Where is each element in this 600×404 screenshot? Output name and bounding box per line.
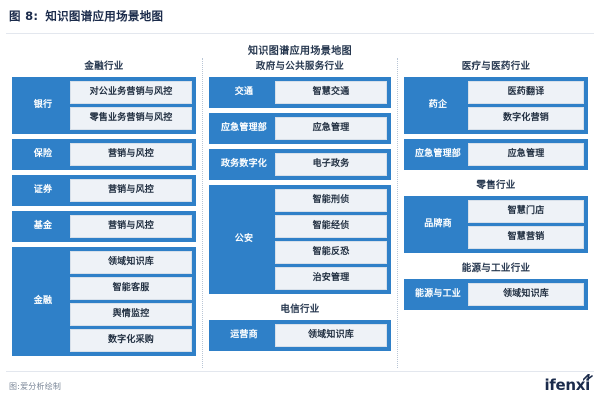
category-label: 品牌商 <box>424 219 452 230</box>
block-insurance[interactable]: 保险 营销与风控 <box>12 139 196 170</box>
block-fund[interactable]: 基金 营销与风控 <box>12 211 196 242</box>
item-list: 电子政务 <box>275 153 387 176</box>
block-emergency-ministry[interactable]: 应急管理部 应急管理 <box>209 113 391 144</box>
figure-caption-text: 知识图谱应用场景地图 <box>45 9 164 23</box>
item-list: 领域知识库 <box>468 283 584 306</box>
block-gov-digital[interactable]: 政务数字化 电子政务 <box>209 149 391 180</box>
scenario-item[interactable]: 智能经侦 <box>275 215 387 238</box>
scenario-item[interactable]: 舆情监控 <box>70 303 192 326</box>
category-label: 应急管理部 <box>414 149 461 160</box>
category-label: 基金 <box>33 221 53 232</box>
block-pharma[interactable]: 药企 医药翻译 数字化营销 <box>404 77 588 134</box>
group-title: 零售行业 <box>476 180 516 191</box>
group-title: 医疗与医药行业 <box>461 61 531 72</box>
category-label: 金融 <box>33 296 53 307</box>
scenario-item[interactable]: 治安管理 <box>275 267 387 290</box>
group-title: 电信行业 <box>280 304 320 315</box>
group-title: 政府与公共服务行业 <box>255 61 345 72</box>
item-list: 营销与风控 <box>70 143 192 166</box>
category-label: 政务数字化 <box>220 159 267 170</box>
scenario-item[interactable]: 智能反恐 <box>275 241 387 264</box>
block-operator[interactable]: 运营商 领域知识库 <box>209 320 391 351</box>
chart-title: 知识图谱应用场景地图 <box>248 46 352 57</box>
item-list: 营销与风控 <box>70 215 192 238</box>
item-list: 医药翻译 数字化营销 <box>468 81 584 130</box>
scenario-item[interactable]: 智慧交通 <box>275 81 387 104</box>
scenario-item[interactable]: 对公业务营销与风控 <box>70 81 192 104</box>
footer-divider <box>6 371 594 372</box>
block-transport[interactable]: 交通 智慧交通 <box>209 77 391 108</box>
scenario-item[interactable]: 营销与风控 <box>70 179 192 202</box>
scenario-item[interactable]: 营销与风控 <box>70 143 192 166</box>
block-public-security[interactable]: 公安 智能刑侦 智能经侦 智能反恐 治安管理 <box>209 185 391 294</box>
category-label: 保险 <box>33 149 53 160</box>
group-government: 政府与公共服务行业 交通 智慧交通 应急管理部 应急管理 <box>209 58 391 294</box>
scenario-item[interactable]: 智慧门店 <box>468 200 584 223</box>
figure-caption: 图 8: 知识图谱应用场景地图 <box>9 8 163 24</box>
ifenxi-logo: ifenxi <box>544 374 593 394</box>
source-note: 图:爱分析绘制 <box>9 382 62 391</box>
category-label: 公安 <box>234 234 254 245</box>
scenario-item[interactable]: 领域知识库 <box>468 283 584 306</box>
category-label: 药企 <box>428 100 448 111</box>
group-retail: 零售行业 品牌商 智慧门店 智慧营销 <box>404 177 588 253</box>
scenario-item[interactable]: 数字化营销 <box>468 107 584 130</box>
group-title: 金融行业 <box>84 61 124 72</box>
scenario-item[interactable]: 应急管理 <box>468 143 584 166</box>
item-list: 营销与风控 <box>70 179 192 202</box>
logo-text: ifenxi <box>544 376 590 394</box>
column-finance: 金融行业 银行 对公业务营销与风控 零售业务营销与风控 保险 营销与风控 <box>6 58 202 368</box>
block-bank[interactable]: 银行 对公业务营销与风控 零售业务营销与风控 <box>12 77 196 134</box>
item-list: 智慧交通 <box>275 81 387 104</box>
column-government-telecom: 政府与公共服务行业 交通 智慧交通 应急管理部 应急管理 <box>202 58 398 368</box>
scenario-item[interactable]: 电子政务 <box>275 153 387 176</box>
group-title: 能源与工业行业 <box>461 263 531 274</box>
scenario-item[interactable]: 零售业务营销与风控 <box>70 107 192 130</box>
column-medical-retail-energy: 医疗与医药行业 药企 医药翻译 数字化营销 应急管理部 应急管理 <box>398 58 594 368</box>
item-list: 应急管理 <box>468 143 584 166</box>
scenario-item[interactable]: 智能客服 <box>70 277 192 300</box>
block-energy-industry[interactable]: 能源与工业 领域知识库 <box>404 279 588 310</box>
figure-number: 图 8: <box>9 9 39 23</box>
scenario-item[interactable]: 应急管理 <box>275 117 387 140</box>
block-securities[interactable]: 证券 营销与风控 <box>12 175 196 206</box>
category-label: 能源与工业 <box>414 289 461 300</box>
block-emergency-ministry-medical[interactable]: 应急管理部 应急管理 <box>404 139 588 170</box>
category-label: 运营商 <box>230 330 258 341</box>
scenario-item[interactable]: 领域知识库 <box>70 251 192 274</box>
category-label: 银行 <box>33 100 53 111</box>
scenario-item[interactable]: 智慧营销 <box>468 226 584 249</box>
category-label: 交通 <box>234 87 254 98</box>
scenario-item[interactable]: 营销与风控 <box>70 215 192 238</box>
scenario-item[interactable]: 智能刑侦 <box>275 189 387 212</box>
group-finance: 金融行业 银行 对公业务营销与风控 零售业务营销与风控 保险 营销与风控 <box>12 58 196 356</box>
item-list: 智慧门店 智慧营销 <box>468 200 584 249</box>
scenario-item[interactable]: 领域知识库 <box>275 324 387 347</box>
item-list: 领域知识库 <box>275 324 387 347</box>
block-finance-general[interactable]: 金融 领域知识库 智能客服 舆情监控 数字化采购 <box>12 247 196 356</box>
chart-canvas: 知识图谱应用场景地图 金融行业 银行 对公业务营销与风控 零售业务营销与风控 保… <box>6 33 594 371</box>
category-label: 证券 <box>33 185 53 196</box>
column-container: 金融行业 银行 对公业务营销与风控 零售业务营销与风控 保险 营销与风控 <box>6 58 594 368</box>
group-telecom: 电信行业 运营商 领域知识库 <box>209 301 391 351</box>
item-list: 应急管理 <box>275 117 387 140</box>
scenario-item[interactable]: 数字化采购 <box>70 329 192 352</box>
block-brand[interactable]: 品牌商 智慧门店 智慧营销 <box>404 196 588 253</box>
group-medical: 医疗与医药行业 药企 医药翻译 数字化营销 应急管理部 应急管理 <box>404 58 588 170</box>
item-list: 智能刑侦 智能经侦 智能反恐 治安管理 <box>275 189 387 290</box>
group-energy: 能源与工业行业 能源与工业 领域知识库 <box>404 260 588 310</box>
item-list: 领域知识库 智能客服 舆情监控 数字化采购 <box>70 251 192 352</box>
category-label: 应急管理部 <box>220 123 267 134</box>
scenario-item[interactable]: 医药翻译 <box>468 81 584 104</box>
item-list: 对公业务营销与风控 零售业务营销与风控 <box>70 81 192 130</box>
